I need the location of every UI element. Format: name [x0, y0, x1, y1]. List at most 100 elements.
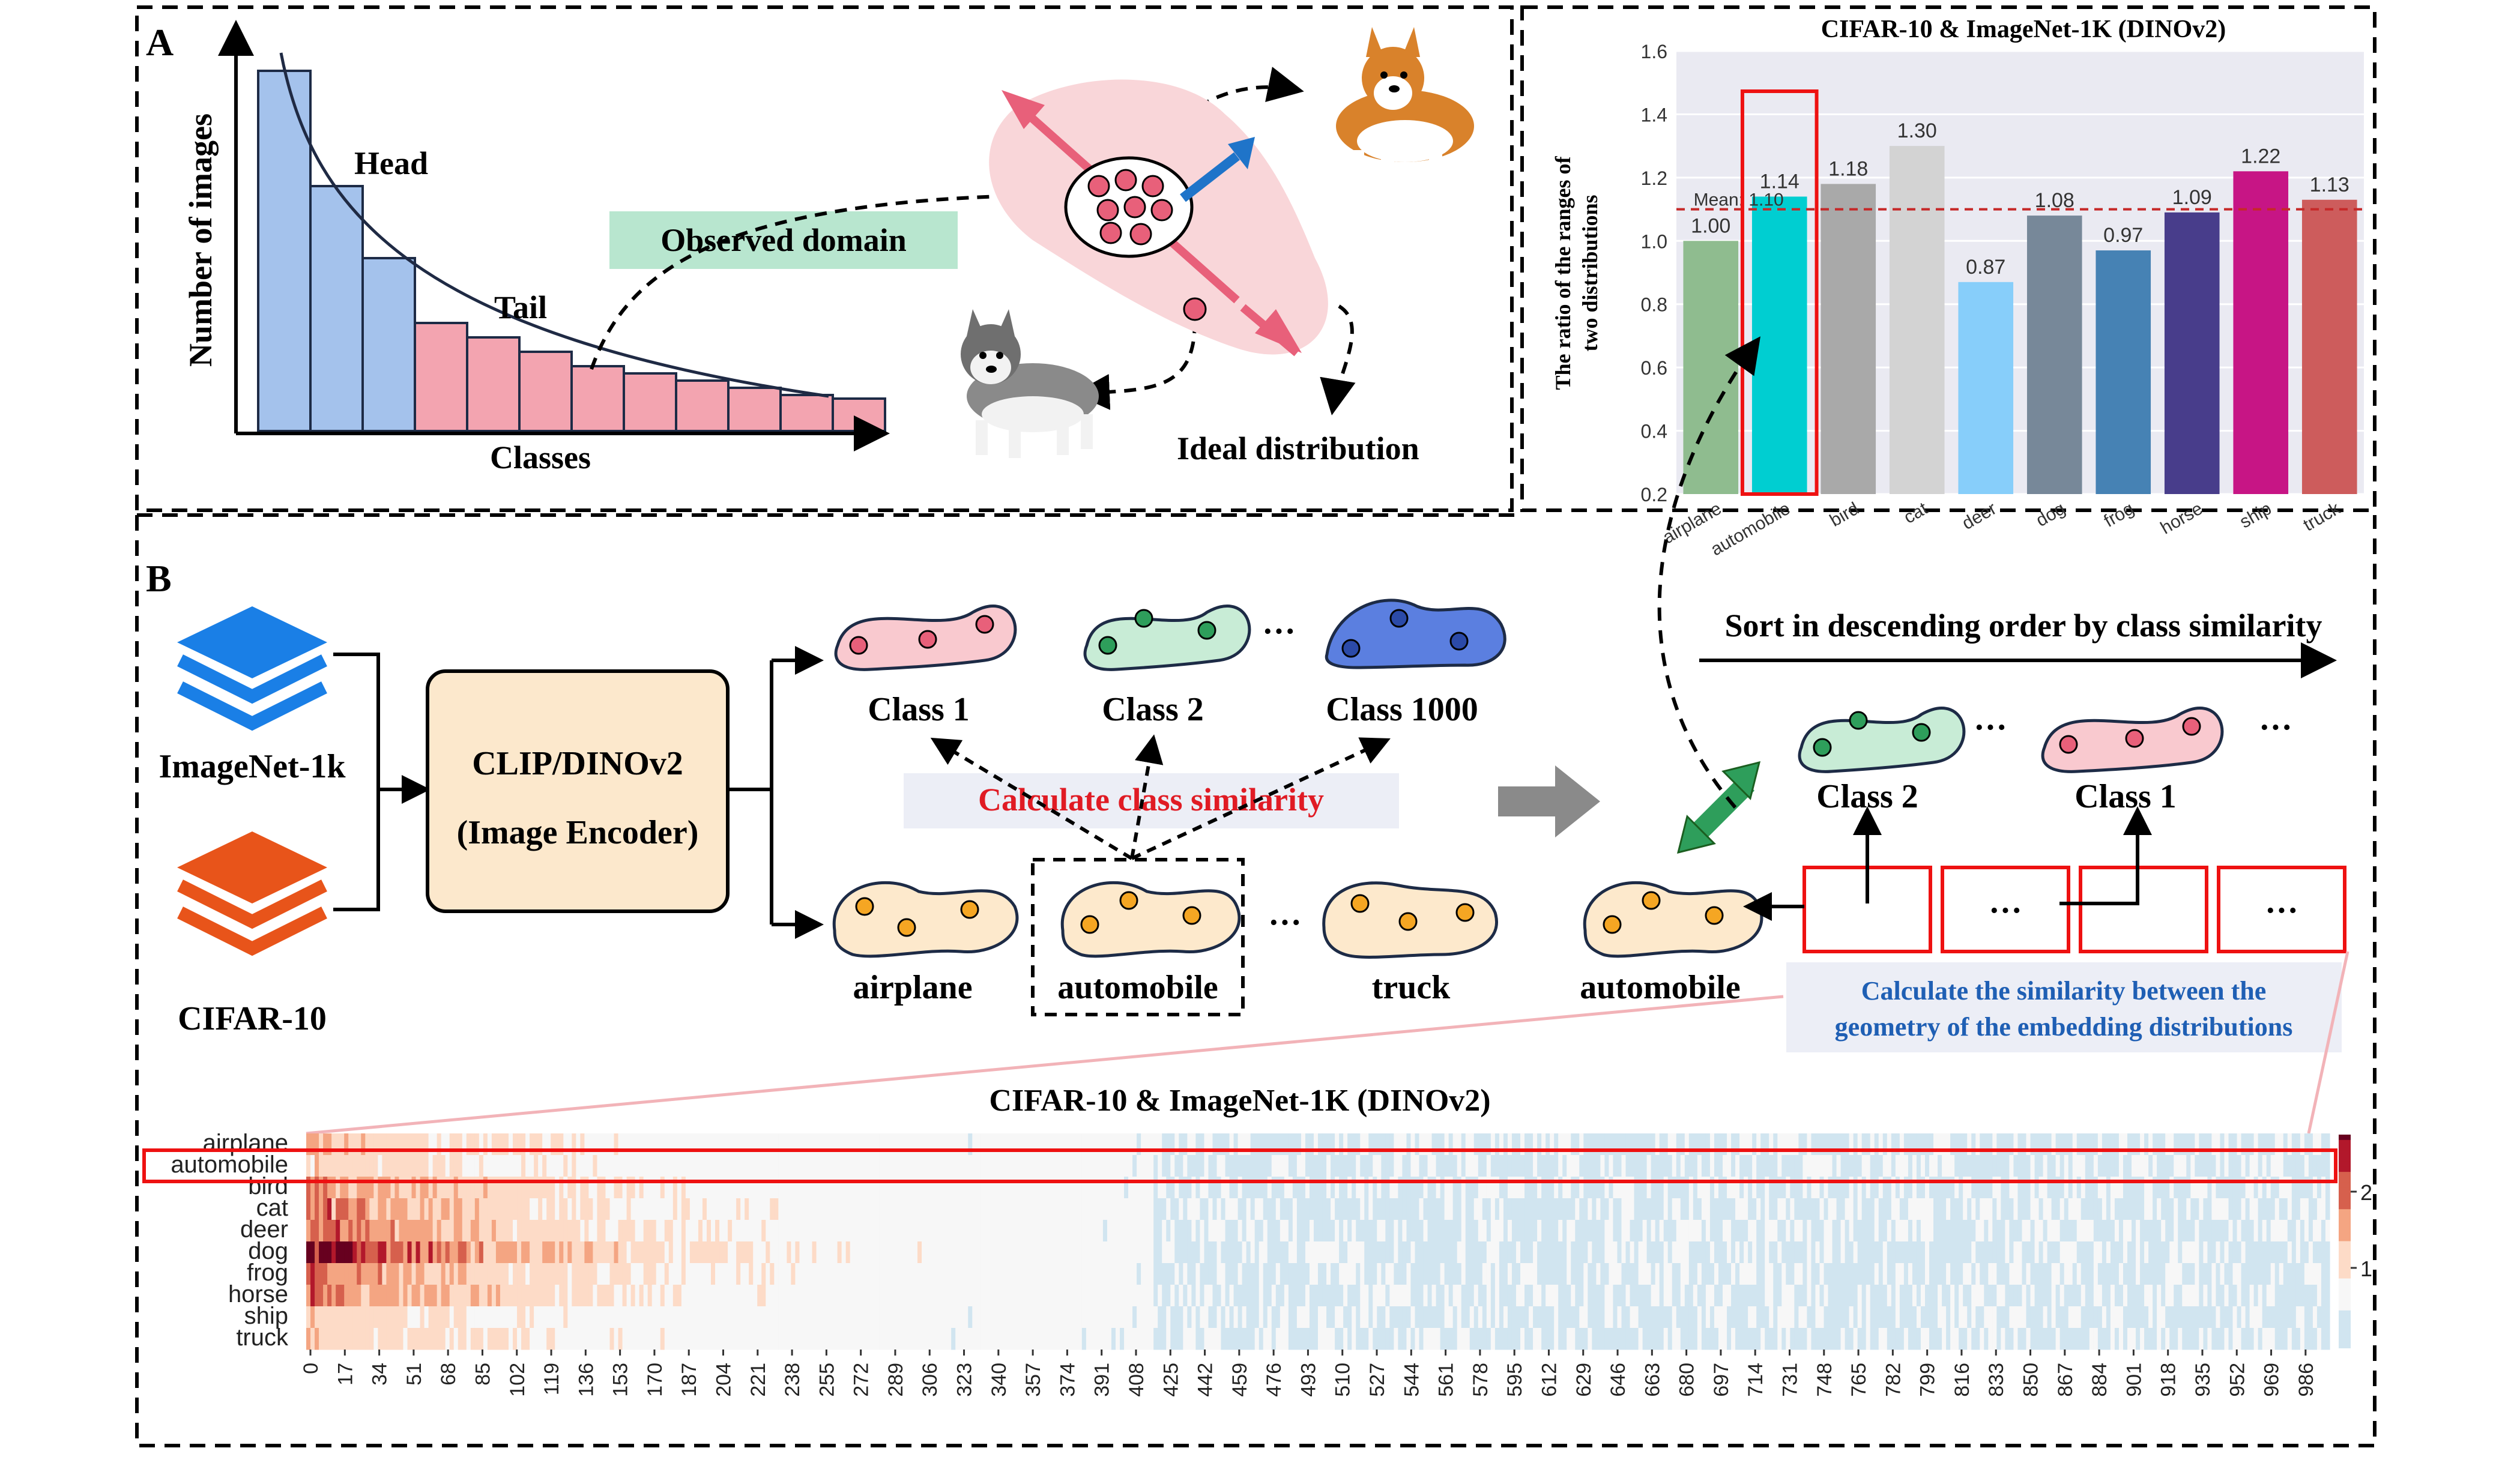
heatmap-cell — [2038, 1241, 2044, 1264]
heatmap-cell — [1010, 1285, 1015, 1307]
heatmap-cell — [1267, 1177, 1272, 1199]
heatmap-cell — [386, 1155, 391, 1177]
heatmap-cell — [403, 1198, 408, 1220]
heatmap-cell — [348, 1133, 353, 1156]
heatmap-cell — [1950, 1198, 1955, 1220]
heatmap-cell — [774, 1155, 779, 1177]
heatmap-cell — [778, 1306, 783, 1329]
heatmap-cell — [487, 1133, 492, 1156]
heatmap-cell — [1617, 1306, 1622, 1329]
heatmap-cell — [2127, 1241, 2132, 1264]
heatmap-cell — [1292, 1220, 1298, 1242]
heatmap-cell — [2304, 1263, 2309, 1285]
heatmap-cell — [1984, 1177, 1989, 1199]
heatmap-cell — [1929, 1263, 1934, 1285]
heatmap-cell — [500, 1285, 505, 1307]
heatmap-cell — [1233, 1198, 1239, 1220]
heatmap-cell — [1849, 1306, 1854, 1329]
heatmap-cell — [1406, 1263, 1412, 1285]
heatmap-cell — [1786, 1220, 1790, 1242]
heatmap-cell — [1368, 1198, 1373, 1220]
heatmap-cell — [1984, 1328, 1989, 1350]
heatmap-cell — [1672, 1220, 1677, 1242]
heatmap-cell — [2186, 1241, 2191, 1264]
heatmap-cell — [1444, 1328, 1449, 1350]
heatmap-cell — [2232, 1155, 2238, 1177]
heatmap-cell — [1385, 1241, 1390, 1264]
heatmap-cell — [875, 1241, 880, 1264]
heatmap-cell — [1035, 1177, 1041, 1199]
heatmap-cell — [432, 1177, 438, 1199]
heatmap-cell — [352, 1177, 357, 1199]
heatmap-cell — [521, 1263, 526, 1285]
heatmap-cell — [1158, 1263, 1162, 1285]
heatmap-cell — [1259, 1285, 1264, 1307]
heatmap-cell — [1836, 1133, 1842, 1156]
heatmap-cell — [862, 1241, 868, 1264]
tail-bar — [727, 387, 782, 432]
heatmap-cell — [509, 1241, 513, 1264]
heatmap-cell — [1575, 1155, 1580, 1177]
heatmap-cell — [567, 1306, 572, 1329]
heatmap-cell — [1406, 1198, 1412, 1220]
heatmap-cell — [1499, 1263, 1504, 1285]
heatmap-cell — [1191, 1133, 1196, 1156]
heatmap-cell — [862, 1328, 868, 1350]
heatmap-cell — [1098, 1306, 1104, 1329]
heatmap-cell — [2030, 1133, 2035, 1156]
heatmap-cell — [997, 1198, 1003, 1220]
heatmap-cell — [745, 1328, 749, 1350]
heatmap-cell — [693, 1133, 699, 1156]
heatmap-cell — [1339, 1285, 1344, 1307]
heatmap-cell — [1473, 1285, 1479, 1307]
heatmap-cell — [605, 1177, 611, 1199]
heatmap-cell — [1191, 1155, 1196, 1177]
heatmap-cell — [1490, 1263, 1496, 1285]
heatmap-cell — [2055, 1198, 2061, 1220]
heatmap-cell — [445, 1133, 450, 1156]
heatmap-cell — [964, 1198, 968, 1220]
heatmap-cell — [829, 1285, 834, 1307]
heatmap-cell — [1444, 1198, 1449, 1220]
heatmap-cell — [1141, 1285, 1146, 1307]
heatmap-cell — [829, 1220, 834, 1242]
heatmap-cell — [382, 1155, 387, 1177]
heatmap-cell — [2266, 1306, 2271, 1329]
heatmap-cell — [462, 1220, 467, 1242]
heatmap-cell — [883, 1198, 889, 1220]
heatmap-cell — [635, 1177, 640, 1199]
heatmap-cell — [1478, 1177, 1483, 1199]
heatmap-cell — [660, 1220, 665, 1242]
heatmap-cell — [2136, 1306, 2141, 1329]
heatmap-cell — [1899, 1177, 1905, 1199]
heatmap-cell — [1672, 1155, 1677, 1177]
heatmap-cell — [479, 1155, 484, 1177]
heatmap-cell — [1318, 1133, 1323, 1156]
heatmap-cell — [1891, 1198, 1896, 1220]
heatmap-cell — [1819, 1177, 1825, 1199]
heatmap-cell — [2266, 1285, 2271, 1307]
heatmap-cell — [559, 1155, 564, 1177]
heatmap-cell — [1394, 1306, 1398, 1329]
heatmap-cell — [1996, 1285, 2001, 1307]
heatmap-cell — [340, 1241, 345, 1264]
heatmap-cell — [378, 1177, 382, 1199]
heatmap-cell — [1688, 1155, 1694, 1177]
heatmap-cell — [2089, 1220, 2094, 1242]
heatmap-cell — [1360, 1220, 1365, 1242]
heatmap-cell — [1777, 1177, 1782, 1199]
heatmap-cell — [1343, 1177, 1348, 1199]
heatmap-cell — [664, 1177, 669, 1199]
heatmap-cell — [1866, 1241, 1871, 1264]
heatmap-cell — [2118, 1306, 2124, 1329]
heatmap-cell — [1364, 1220, 1369, 1242]
heatmap-cell — [1356, 1133, 1361, 1156]
heatmap-cell — [2199, 1177, 2204, 1199]
heatmap-cell — [908, 1155, 914, 1177]
heatmap-cell — [766, 1328, 770, 1350]
heatmap-cell — [1326, 1285, 1331, 1307]
geometry-similarity-line2: geometry of the embedding distributions — [1835, 1012, 2293, 1042]
heatmap-cell — [1794, 1198, 1799, 1220]
heatmap-cell — [1018, 1263, 1024, 1285]
heatmap-cell — [2161, 1133, 2166, 1156]
